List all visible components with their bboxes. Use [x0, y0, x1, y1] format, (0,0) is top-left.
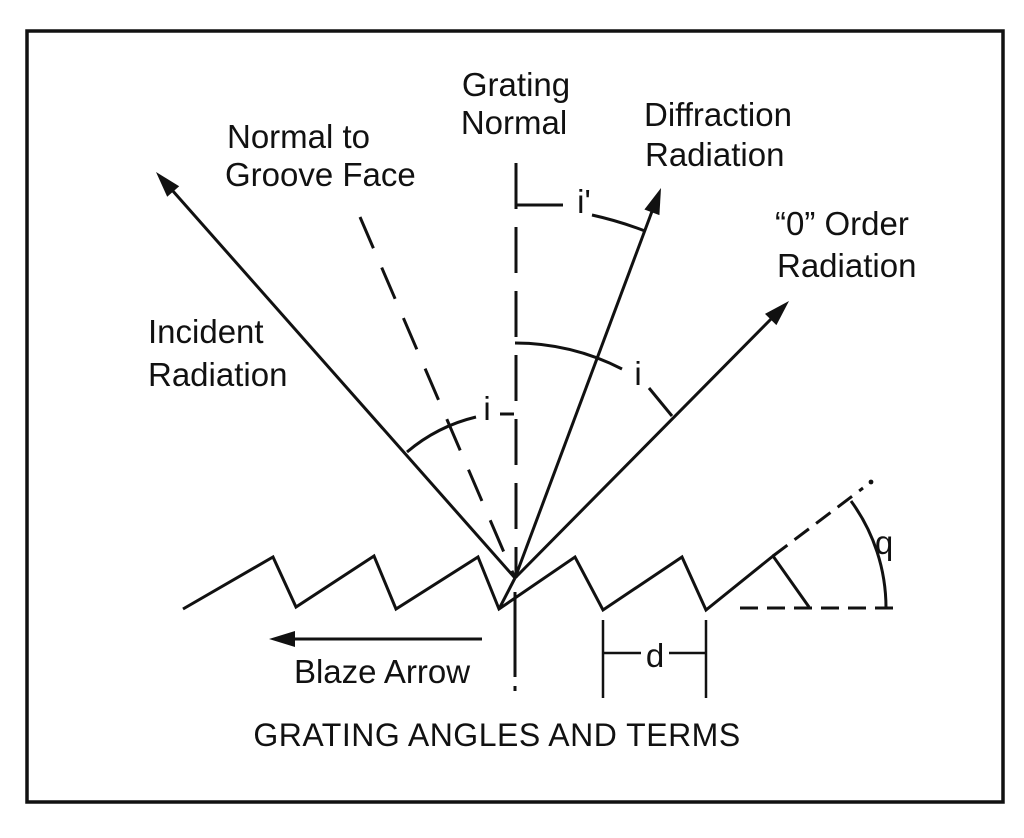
tick-zero-order-angle	[647, 387, 674, 417]
zero-order-arrowhead-icon	[765, 301, 789, 326]
arrowheads	[156, 172, 789, 647]
blaze-face-extension-dashed	[772, 486, 864, 558]
groove-face-normal-line	[358, 216, 517, 579]
blaze-face-extension-dot	[868, 479, 874, 485]
sawtooth-grating-profile	[182, 553, 811, 613]
label-diffraction-line2: Radiation	[645, 136, 784, 173]
arc-zero-order-angle	[514, 341, 623, 371]
incident-arrowhead-icon	[156, 172, 180, 197]
arc-diffraction-angle	[591, 213, 646, 233]
label-grating-normal-line1: Grating	[462, 66, 570, 103]
angle-label-i-right: i	[634, 355, 641, 392]
label-incident-line2: Radiation	[148, 356, 287, 393]
diffraction-ray-line	[513, 205, 656, 579]
label-zero-order-line2: Radiation	[777, 247, 916, 284]
incident-ray-line	[170, 189, 517, 579]
label-groove-normal-line1: Normal to	[227, 118, 370, 155]
zero-order-ray-line	[513, 314, 776, 580]
angle-label-q: q	[875, 524, 893, 561]
arc-incidence-angle	[406, 415, 477, 454]
arc-blaze-angle	[849, 500, 888, 609]
label-blaze-arrow: Blaze Arrow	[294, 653, 470, 690]
angle-label-i-left: i	[483, 390, 490, 427]
diagram-lines	[25, 29, 1005, 804]
diffraction-arrowhead-icon	[644, 188, 661, 216]
figure-title: GRATING ANGLES AND TERMS	[253, 717, 740, 753]
label-zero-order-line1: “0” Order	[775, 205, 909, 242]
diagram-text: Grating Normal Diffraction Radiation “0”…	[148, 66, 916, 753]
dimension-label-d: d	[646, 637, 664, 674]
convergence-connector-line	[497, 577, 517, 610]
blaze-arrowhead-icon	[269, 631, 295, 647]
label-groove-normal-line2: Groove Face	[225, 156, 416, 193]
label-diffraction-line1: Diffraction	[644, 96, 792, 133]
angle-label-i-prime: i'	[577, 183, 591, 220]
label-incident-line1: Incident	[148, 313, 264, 350]
figure-border	[25, 29, 1005, 804]
label-grating-normal-line2: Normal	[461, 104, 567, 141]
